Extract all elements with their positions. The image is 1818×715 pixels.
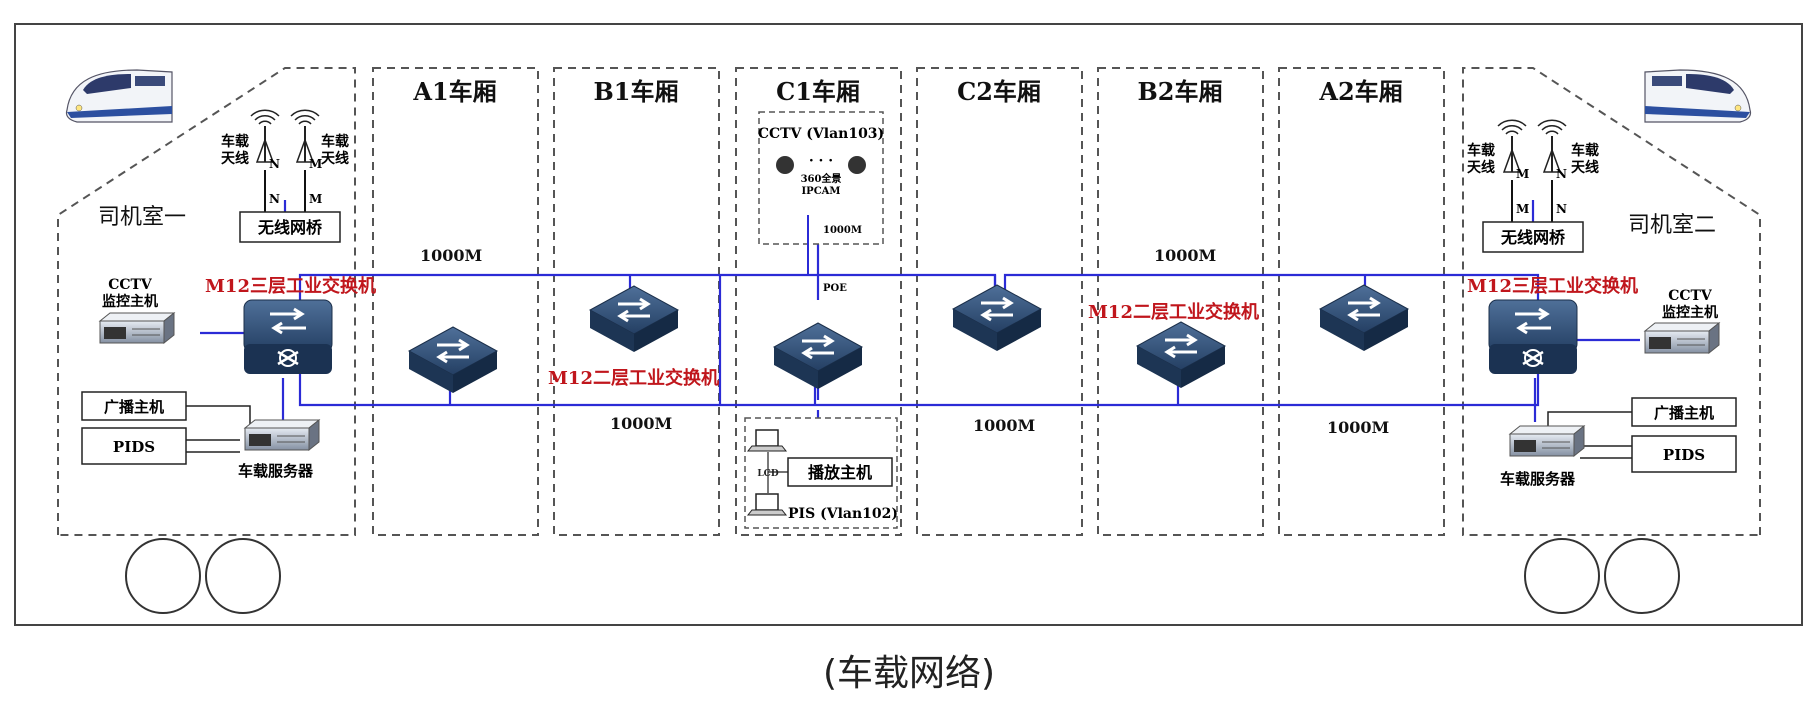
onboard-server-right-icon: [1509, 425, 1585, 457]
broadcast-host-right-label: 广播主机: [1654, 404, 1714, 422]
l2-switch-icon: [772, 321, 864, 391]
l3-switch-left-label: M12三层工业交换机: [205, 275, 376, 297]
link-speed-label: 1000M: [1154, 246, 1216, 265]
train-body-outline: [14, 23, 1803, 626]
l2-switch-icon: [1318, 283, 1410, 353]
pids-left: [81, 427, 187, 465]
camera-icon: [848, 156, 866, 174]
cctv-uplink-label: 1000M: [823, 225, 862, 236]
l3-switch-right-label: M12三层工业交换机: [1467, 275, 1638, 297]
wireless-bridge-left: [239, 211, 341, 243]
link-speed-label: 1000M: [610, 414, 672, 433]
cab-left-title: 司机室一: [98, 205, 186, 230]
wheel-icon: [1604, 538, 1680, 614]
ring-links: [200, 200, 1640, 445]
l3-switch-left-icon: [242, 298, 334, 376]
carriage-title: B1车厢: [594, 77, 679, 106]
onboard-server-right-label: 车载服务器: [1500, 470, 1576, 488]
player-host-label: 播放主机: [808, 463, 872, 482]
carriage-box: [1278, 67, 1445, 536]
broadcast-host-left: [81, 391, 187, 421]
antenna-label: 车载天线: [321, 133, 349, 167]
port-label: M: [309, 157, 322, 171]
carriage-box: [1097, 67, 1264, 536]
driver-cab-left: [57, 67, 356, 536]
broadcast-host-left-label: 广播主机: [104, 398, 164, 416]
port-label: M: [1516, 167, 1529, 181]
pis-vlan-title: PIS (Vlan102): [788, 506, 898, 522]
cctv-host-right-icon: [1644, 322, 1720, 354]
wheel-icon: [1524, 538, 1600, 614]
figure-caption: (车载网络): [822, 653, 996, 694]
carriage-title: C2车厢: [957, 77, 1041, 106]
l2-switch-icon: [1135, 320, 1227, 390]
antenna-label: 车载天线: [1467, 142, 1495, 176]
pids-right: [1631, 435, 1737, 473]
camera-icon: [776, 156, 794, 174]
carriage-title: B2车厢: [1138, 77, 1223, 106]
carriages: A1车厢 B1车厢 C1车厢 C2车厢 B2车厢 A2车厢: [372, 67, 1445, 536]
carriage-box: [735, 67, 902, 536]
link-speed-label: 1000M: [973, 416, 1035, 435]
l2-switch-icon: [588, 284, 680, 354]
antenna-icon: [1497, 119, 1527, 173]
carriage-box: [372, 67, 539, 536]
port-label: M: [309, 192, 322, 206]
driver-cab-right: [1462, 67, 1761, 536]
lcd-label: LCD: [757, 469, 778, 479]
wireless-bridge-left-label: 无线网桥: [257, 218, 323, 237]
train-left-icon: [65, 69, 173, 123]
link-speed-label: 1000M: [1327, 418, 1389, 437]
l2-switch-icon: [407, 325, 499, 395]
train-right-icon: [1644, 69, 1752, 123]
l2-switch-icon: [951, 283, 1043, 353]
antenna-label: 车载天线: [1571, 142, 1599, 176]
antenna-icon: [290, 109, 320, 163]
port-label: M: [1516, 202, 1529, 216]
l2-switch-label: M12二层工业交换机: [548, 367, 719, 389]
antenna-label: 车载天线: [221, 133, 249, 167]
carriage-title: C1车厢: [776, 77, 860, 106]
l3-switch-right-icon: [1487, 298, 1579, 376]
cctv-host-left-icon: [99, 312, 175, 344]
cctv-vlan-title: CCTV (Vlan103): [758, 126, 884, 142]
wireless-bridge-right-label: 无线网桥: [1500, 228, 1566, 247]
camera-dots: · · ·: [809, 153, 833, 169]
wireless-bridge-right: [1482, 221, 1584, 253]
l2-switch-label: M12二层工业交换机: [1088, 301, 1259, 323]
port-label: N: [1556, 202, 1567, 216]
onboard-server-left-label: 车载服务器: [238, 462, 314, 480]
antenna-icon: [1537, 119, 1567, 173]
pids-left-label: PIDS: [113, 438, 155, 456]
poe-label: POE: [823, 283, 847, 294]
link-speed-label: 1000M: [420, 246, 482, 265]
port-label: N: [269, 157, 280, 171]
wheel-icon: [125, 538, 201, 614]
cctv-vlan-box: [758, 111, 884, 245]
player-host: [787, 457, 893, 487]
port-label: N: [269, 192, 280, 206]
pids-right-label: PIDS: [1663, 446, 1705, 464]
wheel-icon: [205, 538, 281, 614]
onboard-server-left-icon: [244, 419, 320, 451]
carriage-title: A1车厢: [412, 77, 496, 106]
carriage-title: A2车厢: [1318, 77, 1402, 106]
broadcast-host-right: [1631, 397, 1737, 427]
antenna-icon: [250, 109, 280, 163]
carriage-box: [916, 67, 1083, 536]
cab-right-title: 司机室二: [1628, 213, 1716, 238]
port-label: N: [1556, 167, 1567, 181]
